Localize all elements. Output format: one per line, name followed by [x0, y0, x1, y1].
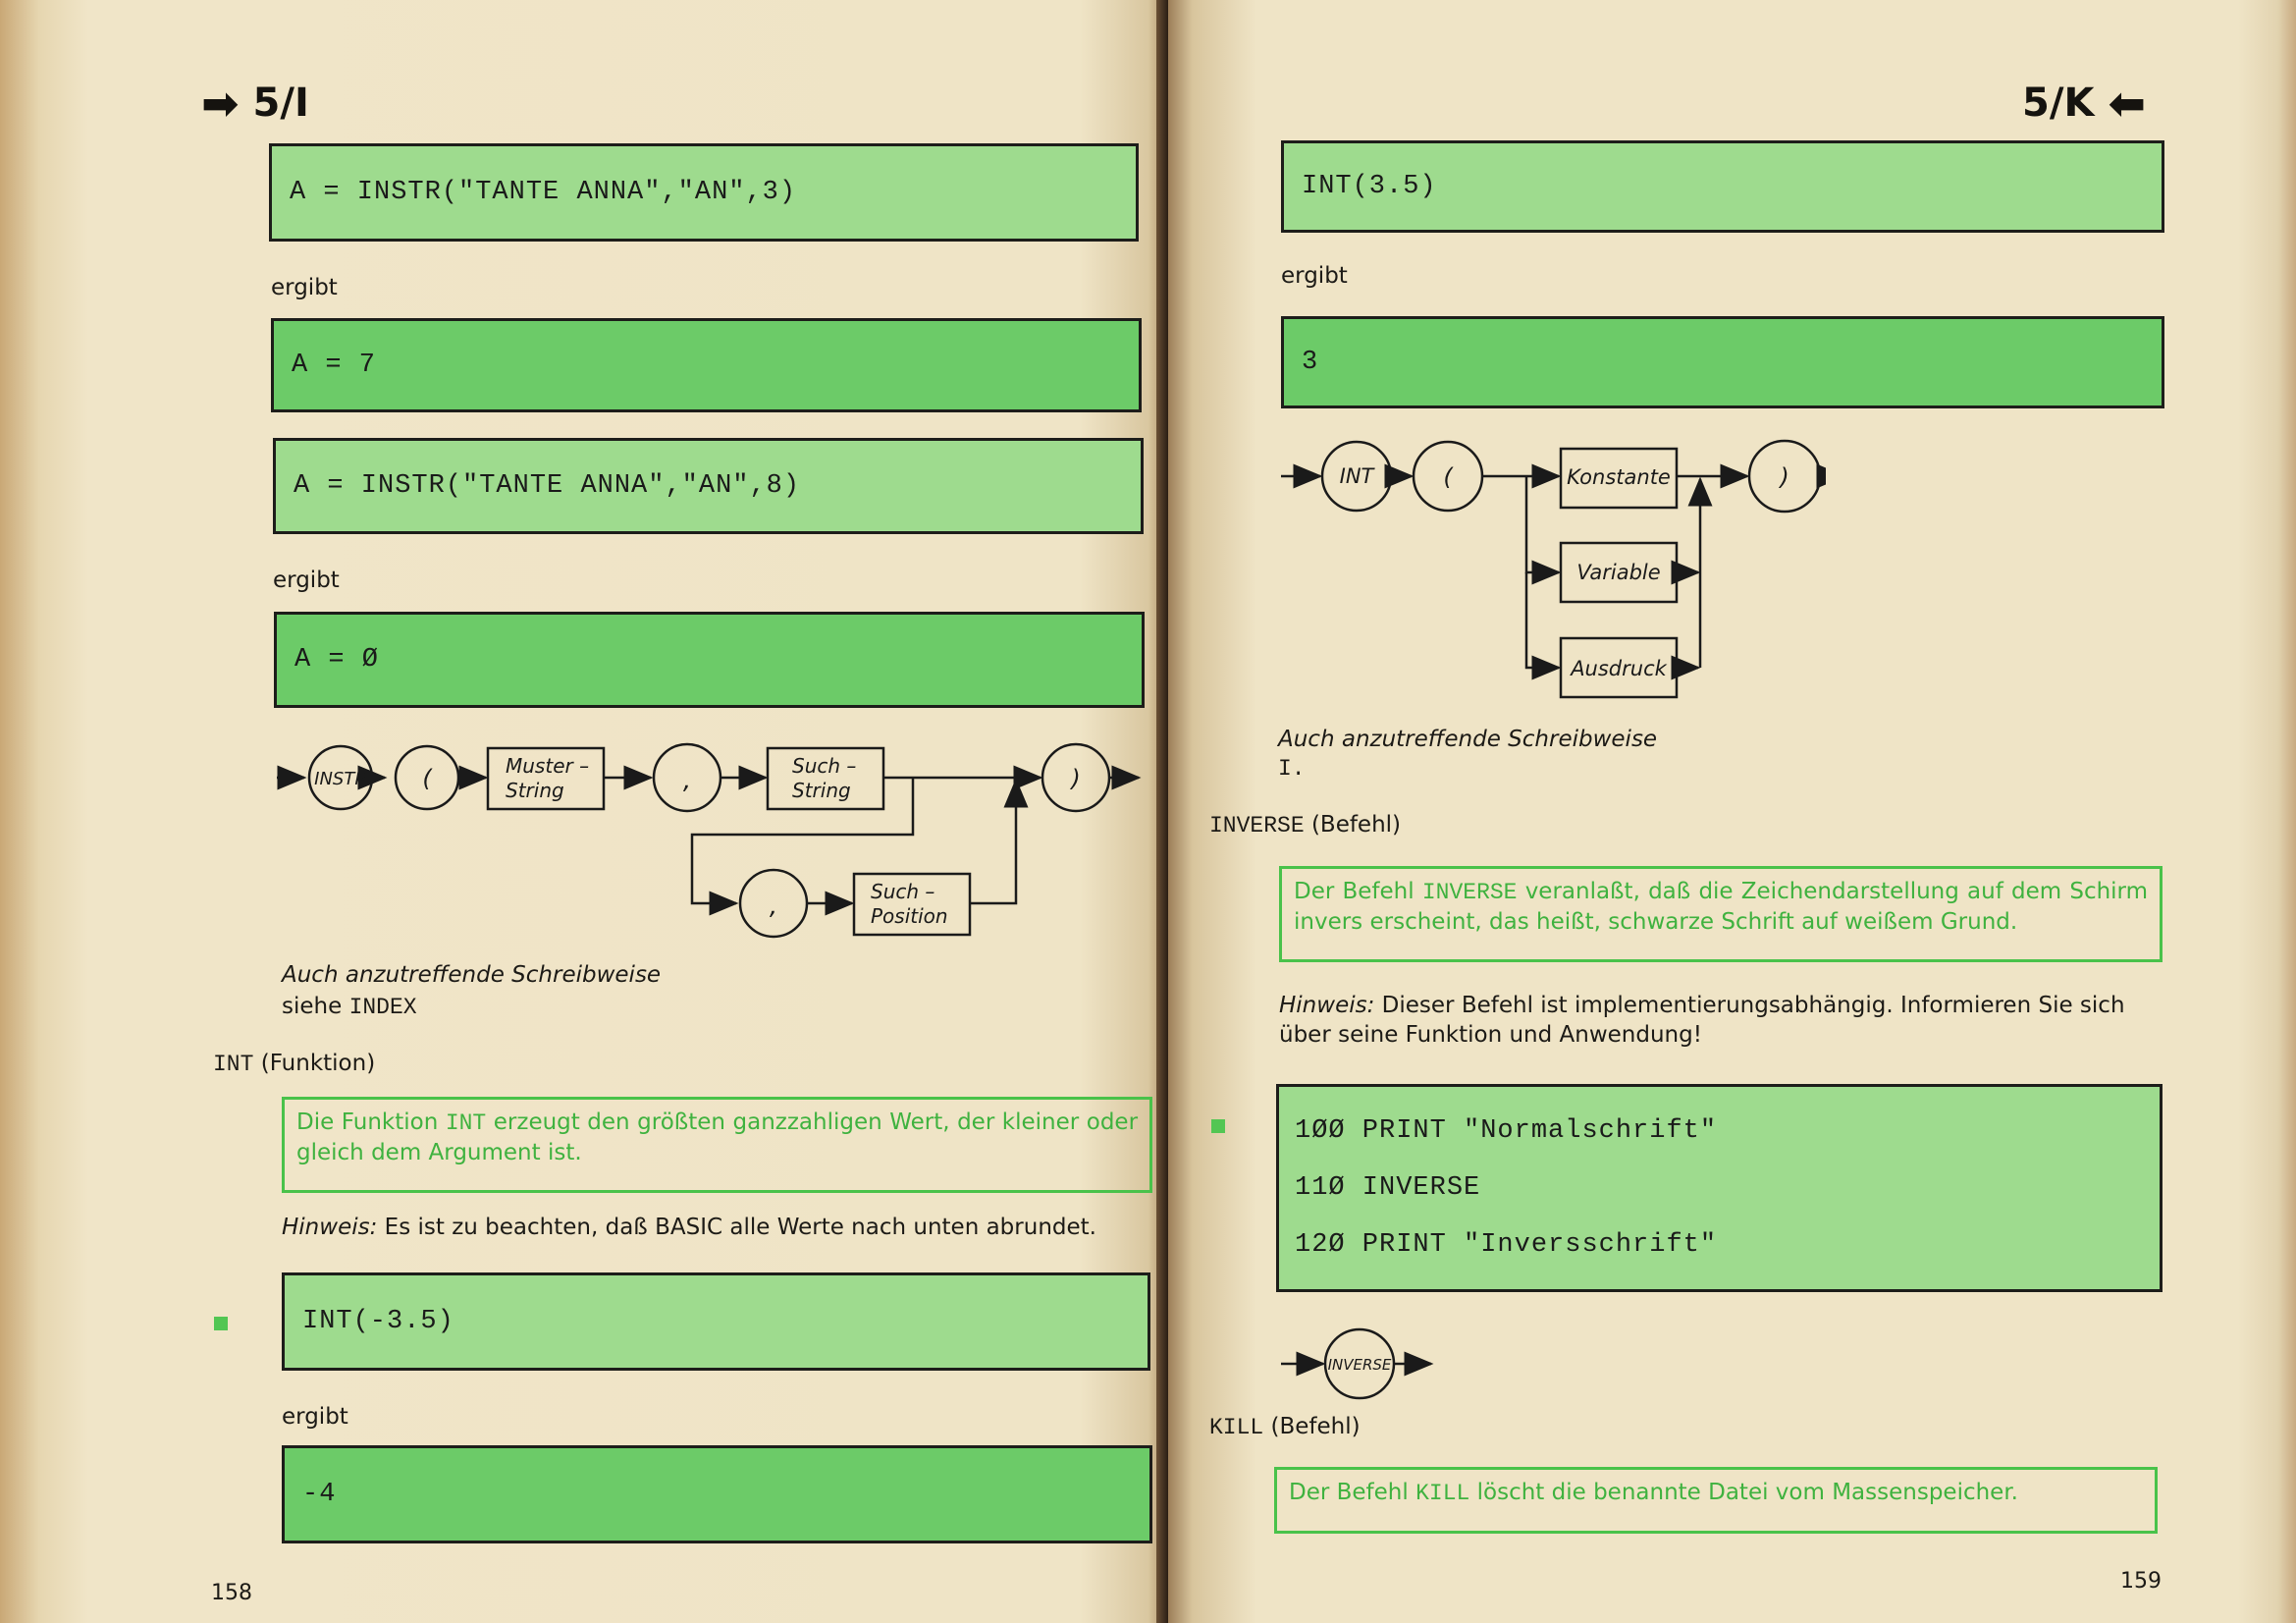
left-page-header: ➡ 5/I: [201, 81, 309, 126]
def-text: löscht die benannte Datei vom Massenspei…: [1476, 1480, 2018, 1505]
def-text: erzeugt den größten ganzzahligen Wert, d…: [296, 1109, 1139, 1165]
code-text: INT(-3.5): [302, 1307, 454, 1336]
def-keyword: KILL: [1415, 1481, 1470, 1506]
definition-box: Die Funktion INT erzeugt den größten gan…: [282, 1097, 1152, 1193]
entry-heading: INT (Funktion): [213, 1051, 375, 1077]
hint-text: Dieser Befehl ist implementierungsabhäng…: [1279, 993, 2125, 1048]
page-number: 158: [211, 1581, 252, 1605]
result-text: -4: [302, 1480, 337, 1509]
code-box: A = INSTR("TANTE ANNA","AN",8): [273, 438, 1144, 534]
entry-type: (Befehl): [1310, 812, 1402, 838]
entry-heading: KILL (Befehl): [1209, 1414, 1361, 1440]
alt-term: I.: [1278, 756, 1306, 782]
result-text: A = Ø: [294, 645, 380, 675]
hint-text: Es ist zu beachten, daß BASIC alle Werte…: [384, 1215, 1096, 1240]
entry-term: INT: [213, 1052, 254, 1077]
def-text: Die Funktion: [296, 1109, 439, 1135]
section-id: 5/I: [252, 81, 309, 126]
result-box: -4: [282, 1445, 1152, 1543]
entry-term: INVERSE: [1209, 813, 1305, 839]
entry-type: (Befehl): [1270, 1414, 1361, 1439]
position-label: Position: [871, 904, 948, 928]
comma-label: ,: [683, 766, 691, 795]
definition-box: Der Befehl KILL löscht die benannte Date…: [1274, 1467, 2158, 1534]
ergibt-label: ergibt: [1281, 263, 1348, 289]
open-paren-label: (: [422, 765, 433, 792]
def-text: Der Befehl: [1289, 1480, 1409, 1505]
comma-label: ,: [770, 892, 777, 921]
int-label: INT: [1340, 464, 1376, 488]
konstante-node: [1559, 447, 1679, 510]
such-label: String: [792, 779, 851, 802]
arrow-right-icon: ➡: [201, 77, 240, 130]
entry-type: (Funktion): [260, 1051, 376, 1076]
inverse-label: INVERSE: [1328, 1356, 1392, 1374]
def-keyword: INT: [445, 1110, 487, 1136]
instr-syntax-diagram: INSTR ( Muster – String , Such – String …: [277, 742, 1142, 939]
konstante-label: Konstante: [1567, 465, 1671, 489]
code-box: INT(3.5): [1281, 140, 2164, 233]
entry-term: KILL: [1209, 1415, 1264, 1440]
instr-label: INSTR: [314, 769, 367, 789]
hint-label: Hinweis:: [1279, 993, 1375, 1018]
arrow-left-icon: ⬅: [2108, 77, 2146, 130]
muster-label: String: [506, 779, 564, 802]
code-text: A = INSTR("TANTE ANNA","AN",8): [294, 471, 801, 501]
margin-marker-icon: [214, 1317, 228, 1330]
see-reference: siehe INDEX: [282, 994, 417, 1020]
alt-notation-label: Auch anzutreffende Schreibweise: [1278, 727, 1658, 752]
hint-label: Hinweis:: [282, 1215, 378, 1240]
ergibt-label: ergibt: [273, 568, 340, 593]
result-box: A = 7: [271, 318, 1142, 412]
see-term: INDEX: [348, 995, 417, 1020]
right-page-header: 5/K ⬅: [2022, 81, 2146, 126]
hint-note: Hinweis: Es ist zu beachten, daß BASIC a…: [282, 1214, 1165, 1243]
such-label: Such –: [792, 754, 856, 778]
def-text: veranlaßt, daß die Zeichendarstellung au…: [1294, 879, 2149, 935]
int-syntax-diagram: INT ( Konstante Variable Ausdruck ): [1281, 439, 1826, 699]
page-number: 159: [2120, 1569, 2162, 1594]
code-text: INT(3.5): [1302, 172, 1437, 201]
def-text: Der Befehl: [1294, 879, 1415, 904]
program-line: 12Ø PRINT "Inversschrift": [1295, 1230, 1718, 1260]
close-paren-label: ): [1069, 765, 1080, 792]
section-id: 5/K: [2022, 81, 2095, 126]
code-box: INT(-3.5): [282, 1272, 1150, 1371]
program-line: 1ØØ PRINT "Normalschrift": [1295, 1116, 1718, 1146]
ergibt-label: ergibt: [282, 1404, 348, 1430]
hint-note: Hinweis: Dieser Befehl ist implementieru…: [1279, 992, 2163, 1051]
result-text: 3: [1302, 348, 1319, 377]
see-prefix: siehe: [282, 994, 343, 1019]
margin-marker-icon: [1211, 1119, 1225, 1133]
inverse-syntax-diagram: INVERSE: [1281, 1327, 1434, 1400]
open-paren-label: (: [1443, 463, 1454, 491]
alt-notation-label: Auch anzutreffende Schreibweise: [282, 962, 662, 988]
close-paren-label: ): [1778, 463, 1789, 491]
entry-heading: INVERSE (Befehl): [1209, 812, 1401, 839]
def-keyword: INVERSE: [1421, 880, 1518, 905]
right-page: 5/K ⬅ INT(3.5) ergibt 3: [1168, 0, 2296, 1623]
left-page: ➡ 5/I A = INSTR("TANTE ANNA","AN",3) erg…: [0, 0, 1168, 1623]
result-text: A = 7: [292, 351, 377, 380]
code-text: A = INSTR("TANTE ANNA","AN",3): [290, 178, 797, 207]
definition-box: Der Befehl INVERSE veranlaßt, daß die Ze…: [1279, 866, 2163, 962]
program-box: 1ØØ PRINT "Normalschrift" 11Ø INVERSE 12…: [1276, 1084, 2163, 1292]
result-box: A = Ø: [274, 612, 1145, 708]
code-box: A = INSTR("TANTE ANNA","AN",3): [269, 143, 1139, 242]
ergibt-label: ergibt: [271, 275, 338, 300]
ausdruck-label: Ausdruck: [1569, 657, 1667, 680]
muster-label: Muster –: [506, 754, 589, 778]
program-line: 11Ø INVERSE: [1295, 1173, 1481, 1203]
variable-label: Variable: [1576, 561, 1660, 584]
result-box: 3: [1281, 316, 2164, 408]
position-label: Such –: [871, 880, 934, 903]
